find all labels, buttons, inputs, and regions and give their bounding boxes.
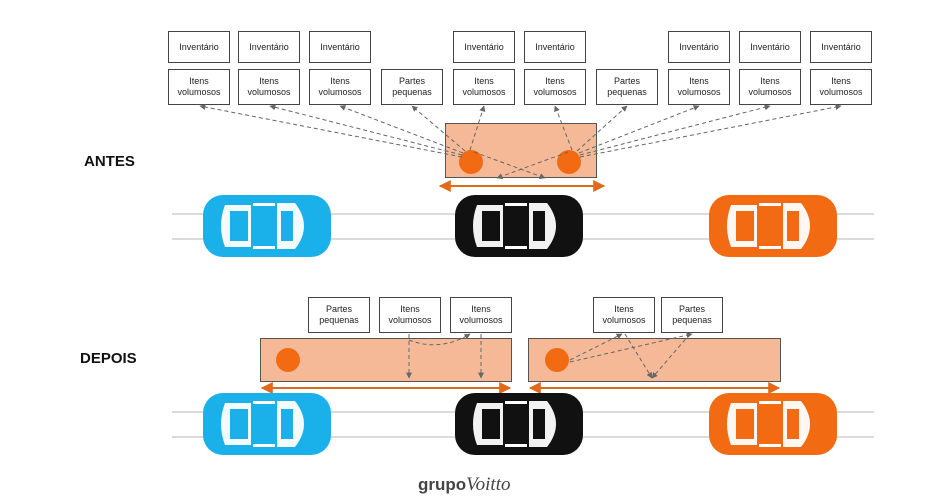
box-inventario: Inventário (309, 31, 371, 63)
car-black-after (455, 393, 583, 455)
box-itens-volumosos: Itens volumosos (668, 69, 730, 105)
box-inventario: Inventário (238, 31, 300, 63)
car-orange-before (709, 195, 837, 257)
work-zone-after-left (260, 338, 512, 382)
worker-dot (459, 150, 483, 174)
car-blue-after (203, 393, 331, 455)
box-itens-volumosos: Itens volumosos (739, 69, 801, 105)
box-inventario: Inventário (453, 31, 515, 63)
box-inventario: Inventário (668, 31, 730, 63)
box-inventario: Inventário (524, 31, 586, 63)
box-itens-volumosos: Itens volumosos (238, 69, 300, 105)
box-inventario: Inventário (168, 31, 230, 63)
box-partes-pequenas: Partes pequenas (661, 297, 723, 333)
logo-name: Voitto (466, 474, 511, 495)
box-inventario: Inventário (810, 31, 872, 63)
label-depois: DEPOIS (80, 350, 137, 367)
box-itens-volumosos: Itens volumosos (450, 297, 512, 333)
box-partes-pequenas: Partes pequenas (381, 69, 443, 105)
logo-grupo-voitto: grupoVoitto (418, 474, 511, 496)
box-inventario: Inventário (739, 31, 801, 63)
logo-brand: grupo (418, 475, 467, 494)
worker-dot (557, 150, 581, 174)
box-partes-pequenas: Partes pequenas (308, 297, 370, 333)
box-partes-pequenas: Partes pequenas (596, 69, 658, 105)
box-itens-volumosos: Itens volumosos (524, 69, 586, 105)
box-itens-volumosos: Itens volumosos (379, 297, 441, 333)
worker-dot (276, 348, 300, 372)
box-itens-volumosos: Itens volumosos (309, 69, 371, 105)
car-orange-after (709, 393, 837, 455)
car-black-before (455, 195, 583, 257)
box-itens-volumosos: Itens volumosos (453, 69, 515, 105)
worker-dot (545, 348, 569, 372)
car-blue-before (203, 195, 331, 257)
label-antes: ANTES (84, 153, 135, 170)
box-itens-volumosos: Itens volumosos (593, 297, 655, 333)
box-itens-volumosos: Itens volumosos (168, 69, 230, 105)
